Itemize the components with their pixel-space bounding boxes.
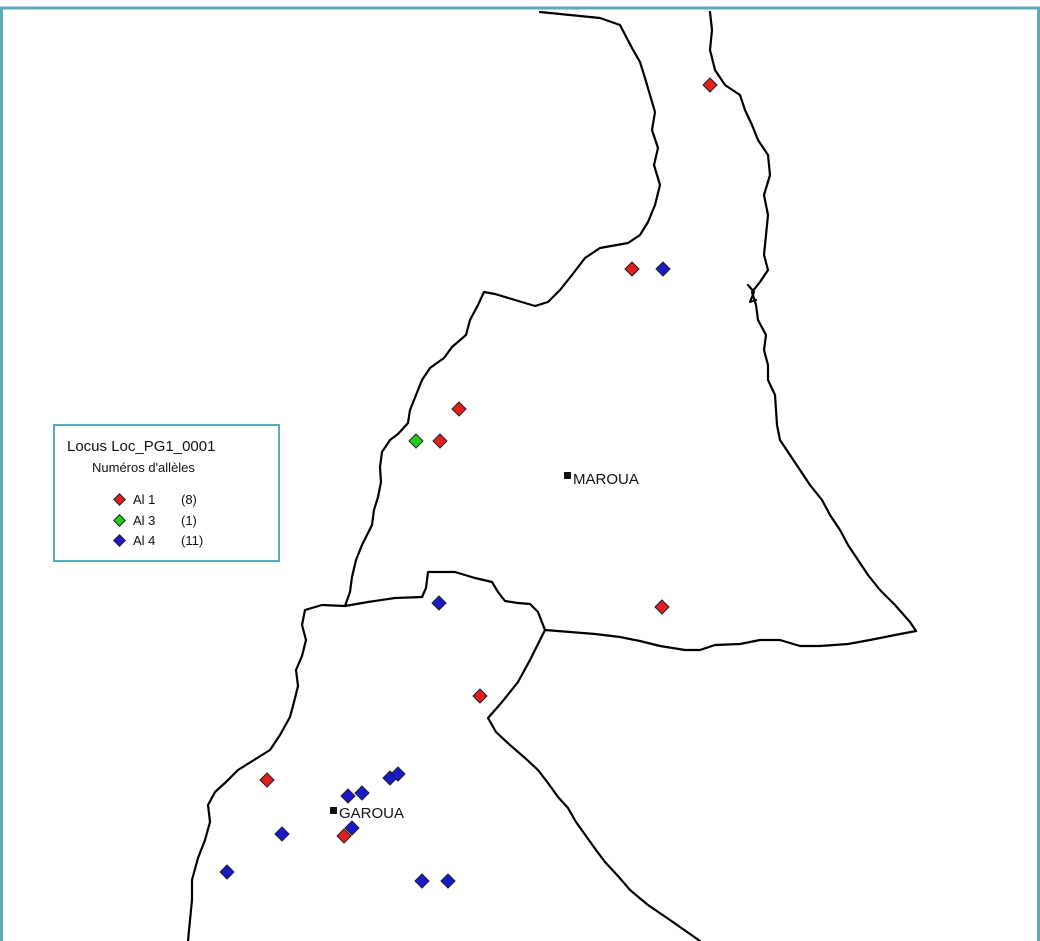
sample-point-al1	[624, 261, 640, 277]
sample-point-al1	[259, 772, 275, 788]
legend-item-label: Al 3	[133, 513, 156, 528]
legend-item-count: (11)	[181, 533, 204, 548]
legend-title: Locus Loc_PG1_0001	[67, 438, 216, 455]
legend-item-count: (1)	[181, 513, 197, 528]
city-marker-maroua	[564, 472, 571, 479]
boundary-center-north	[343, 570, 547, 632]
boundary-center-south	[486, 628, 702, 941]
legend-item-label: Al 4	[133, 533, 156, 548]
sample-point-al4	[390, 766, 406, 782]
boundary-north-south	[543, 628, 918, 652]
boundary-north-west	[343, 10, 662, 608]
red-diamond-icon	[113, 493, 126, 506]
sample-point-al4	[354, 785, 370, 801]
sample-point-al1	[702, 77, 718, 93]
green-diamond-icon	[113, 514, 126, 527]
sample-point-al1	[451, 401, 467, 417]
legend-item-label: Al 1	[133, 492, 156, 507]
sample-point-al1	[472, 688, 488, 704]
sample-point-al3	[408, 433, 424, 449]
boundary-east-stub	[746, 283, 758, 304]
city-label-garoua: GAROUA	[339, 805, 404, 822]
sample-point-al4	[340, 788, 356, 804]
sample-point-al4	[344, 820, 360, 836]
sample-point-al4	[219, 864, 235, 880]
blue-diamond-icon	[113, 534, 126, 547]
sample-point-al1	[336, 828, 352, 844]
boundary-north-east	[708, 10, 918, 633]
city-label-maroua: MAROUA	[573, 471, 639, 488]
sample-point-al1	[654, 599, 670, 615]
frame-border	[0, 6, 1040, 941]
sample-point-al4	[414, 873, 430, 889]
sample-points	[219, 77, 718, 889]
sample-point-al4	[440, 873, 456, 889]
sample-point-al4	[655, 261, 671, 277]
sample-point-al1	[432, 433, 448, 449]
city-marker-garoua	[330, 807, 337, 814]
sample-point-al4	[274, 826, 290, 842]
legend-subtitle: Numéros d'allèles	[92, 460, 195, 475]
legend-item-count: (8)	[181, 492, 197, 507]
legend-box: Locus Loc_PG1_0001 Numéros d'allèles Al …	[53, 424, 280, 562]
boundary-west-south	[186, 603, 347, 941]
sample-point-al4	[431, 595, 447, 611]
